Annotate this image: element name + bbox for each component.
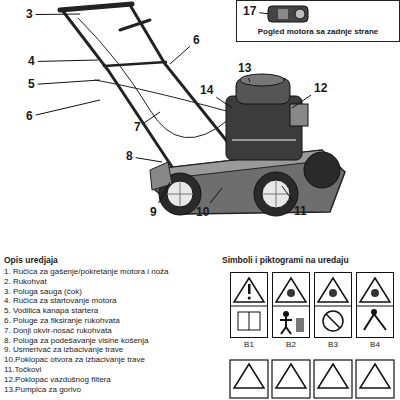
symbol-frame: B1: [230, 272, 268, 338]
symbol-icons: [230, 278, 394, 398]
callout-number: 12: [314, 82, 327, 95]
callout-number: 11: [294, 205, 307, 218]
wheels: [159, 152, 340, 216]
part-description: 9. Usmerivač za izbacivanje trave: [4, 346, 123, 355]
mower-handle: [60, 4, 246, 182]
symbol-code: B4: [357, 341, 393, 350]
callout-number: 6: [193, 34, 200, 47]
inset-caption: Pogled motora sa zadnje strane: [237, 28, 399, 37]
symbol-frame: B3: [314, 272, 352, 338]
section-heading: Simboli i piktogrami na uredaju: [222, 256, 349, 265]
part-description: 7. Donji okvir-nosač rukohvata: [4, 327, 112, 336]
leader-line: [248, 78, 250, 82]
part-description: 4. Ručica za startovanje motora: [4, 297, 117, 306]
callout-number: 3: [26, 8, 33, 21]
callout-number: 14: [200, 84, 213, 97]
leader-line: [144, 112, 160, 123]
callout-number: 7: [134, 121, 141, 134]
part-description: 1. Ručica za gašenje/pokretanje motora i…: [4, 268, 169, 277]
symbol-code: B2: [273, 341, 309, 350]
callout-number: 6: [26, 110, 33, 123]
leader-line: [292, 95, 311, 108]
symbol-frame: B4: [356, 272, 394, 338]
part-description: 2. Rukohvat: [4, 278, 47, 287]
callout-number: 13: [238, 62, 251, 75]
leader-line: [38, 60, 98, 61]
part-description: 5. Vodilica kanapa startera: [4, 307, 98, 316]
part-description: 10.Poklopac otvora za izbacivanje trave: [4, 356, 145, 365]
callout-number: 9: [150, 206, 157, 219]
leader-line: [36, 100, 100, 115]
callout-number: 5: [28, 78, 35, 91]
symbol-code: B3: [315, 341, 351, 350]
callout-number: 10: [196, 206, 209, 219]
symbol-code: B1: [231, 341, 267, 350]
callout-number: 4: [28, 55, 35, 68]
section-heading: Opis uredjaja: [4, 256, 58, 265]
leader-line: [136, 158, 162, 162]
leader-line: [216, 97, 232, 108]
leader-line: [38, 80, 100, 84]
leader-line: [36, 14, 80, 16]
leader-line: [282, 186, 293, 202]
part-description: 11.Točkovi: [4, 366, 41, 375]
part-description: 8. Poluga za podešavanje visine košenja: [4, 337, 149, 346]
callout-number: 17: [243, 5, 256, 18]
symbol-frame: B2: [272, 272, 310, 338]
grass-chute: [150, 162, 172, 190]
leader-line: [170, 46, 190, 64]
engine-rear-view: [268, 6, 308, 22]
part-description: 12.Poklopac vazdušnog filtera: [4, 376, 111, 385]
inset-box: Pogled motora sa zadnje strane: [236, 0, 400, 42]
part-description: 3. Poluga sauga (čok): [4, 288, 82, 297]
part-description: 6. Poluge za fiksiranje rukohvata: [4, 317, 120, 326]
leader-line: [210, 188, 222, 203]
leader-line: [159, 182, 170, 203]
engine: [226, 74, 308, 160]
part-description: 13.Pumpica za gorivo: [4, 386, 81, 395]
callout-number: 8: [126, 150, 133, 163]
